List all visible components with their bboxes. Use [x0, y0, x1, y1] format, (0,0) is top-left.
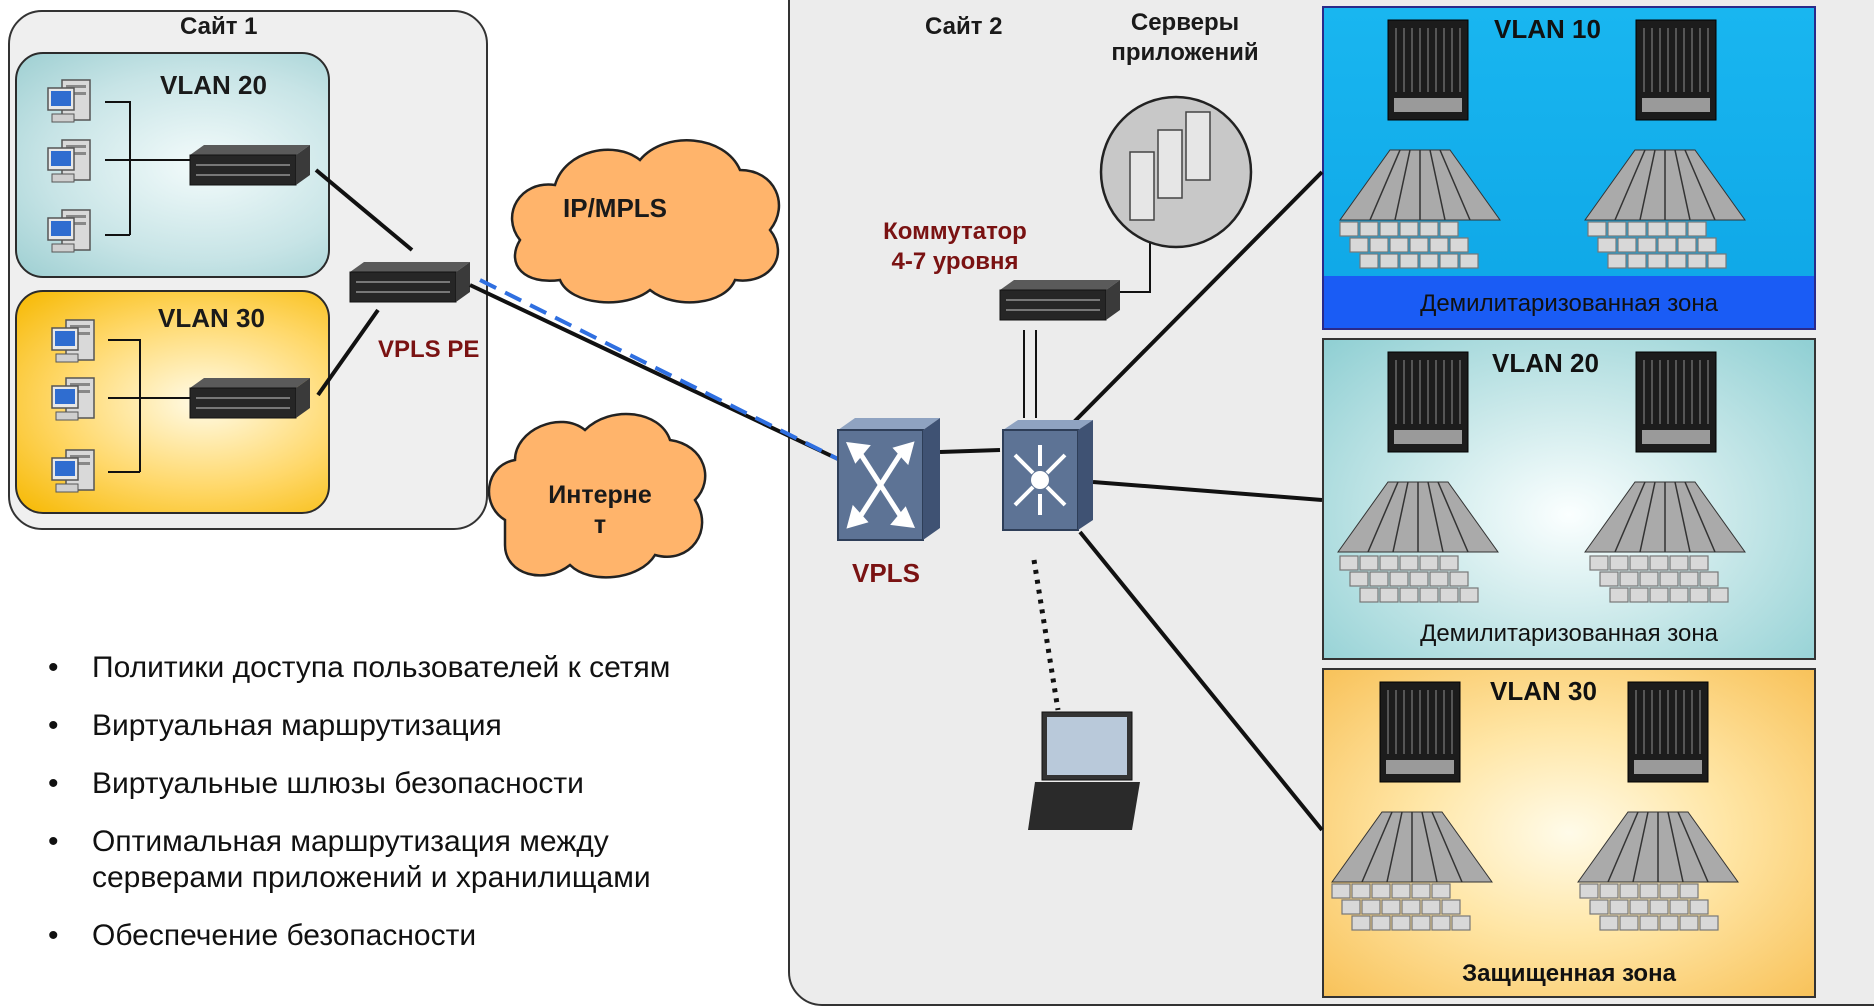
zone-vlan20-caption: Демилитаризованная зона: [1420, 620, 1718, 647]
zone-vlan30-title: VLAN 30: [1490, 676, 1597, 706]
vpls-pe-label: VPLS PE: [378, 336, 480, 363]
switch-label-line2: 4-7 уровня: [891, 248, 1019, 275]
vpls-label: VPLS: [852, 558, 920, 588]
zone-vlan10-title: VLAN 10: [1494, 14, 1601, 44]
feature-item: • Политики доступа пользователей к сетям: [48, 650, 768, 686]
bullet-marker: •: [48, 767, 59, 800]
feature-item: • Виртуальные шлюзы безопасности: [48, 766, 768, 802]
bullet-marker: •: [48, 651, 59, 684]
app-server-icon: [1099, 95, 1253, 249]
site2-title: Сайт 2: [925, 13, 1003, 40]
switch-uplinks: [1023, 240, 1151, 418]
feature-item-text: Виртуальная маршрутизация: [92, 709, 502, 742]
cloud-internet-line2: т: [593, 511, 607, 539]
zone-vlan20-title: VLAN 20: [1492, 348, 1599, 378]
server-rack-icon: [1379, 19, 1717, 783]
router-chassis-icon: [999, 279, 1121, 321]
feature-list: •Политики доступа пользователей к сетям …: [48, 650, 768, 976]
site1-title: Сайт 1: [180, 13, 258, 40]
dashed-link: [479, 278, 841, 462]
app-servers-line2: приложений: [1111, 39, 1259, 66]
laptop-link: [1031, 559, 1061, 711]
storage-array-icon: [1331, 149, 1746, 931]
network-links: [314, 168, 1324, 832]
l4-7-switch-icon: [1002, 420, 1093, 531]
app-servers-label: Серверы приложений: [1090, 8, 1280, 68]
vpls-router-icon: [837, 418, 940, 541]
switch-label-line1: Коммутатор: [883, 218, 1027, 245]
bullet-marker: •: [48, 825, 59, 858]
pc-wiring: [105, 101, 190, 473]
cloud-mpls-label: IP/MPLS: [563, 193, 668, 223]
feature-item-text: Оптимальная маршрутизация между серверам…: [92, 825, 651, 894]
feature-item-text: Виртуальные шлюзы безопасности: [92, 767, 584, 800]
zone-vlan10-footer: [1324, 276, 1814, 328]
bullet-marker: •: [48, 919, 59, 952]
bullet-marker: •: [48, 709, 59, 742]
cloud-internet-line1: Интерне: [548, 481, 652, 509]
site1-vlan30-label: VLAN 30: [158, 303, 265, 333]
cloud-internet-label: Интерне т: [540, 480, 660, 540]
desktop-pc-icon: [47, 79, 95, 493]
laptop-icon: [1028, 711, 1140, 830]
feature-item-text: Обеспечение безопасности: [92, 919, 477, 952]
feature-item: • Оптимальная маршрутизация между сервера…: [48, 824, 768, 896]
app-servers-line1: Серверы: [1130, 9, 1240, 36]
feature-item-text: Политики доступа пользователей к сетям: [92, 651, 671, 684]
site1-vlan20-label: VLAN 20: [160, 70, 267, 100]
switch-label: Коммутатор 4-7 уровня: [860, 217, 1050, 277]
feature-item: • Обеспечение безопасности: [48, 918, 768, 954]
zone-vlan10-caption: Демилитаризованная зона: [1420, 290, 1718, 317]
cloud-icon: [487, 139, 781, 579]
zone-vlan30-caption: Защищенная зона: [1462, 960, 1676, 987]
feature-item: • Виртуальная маршрутизация: [48, 708, 768, 744]
